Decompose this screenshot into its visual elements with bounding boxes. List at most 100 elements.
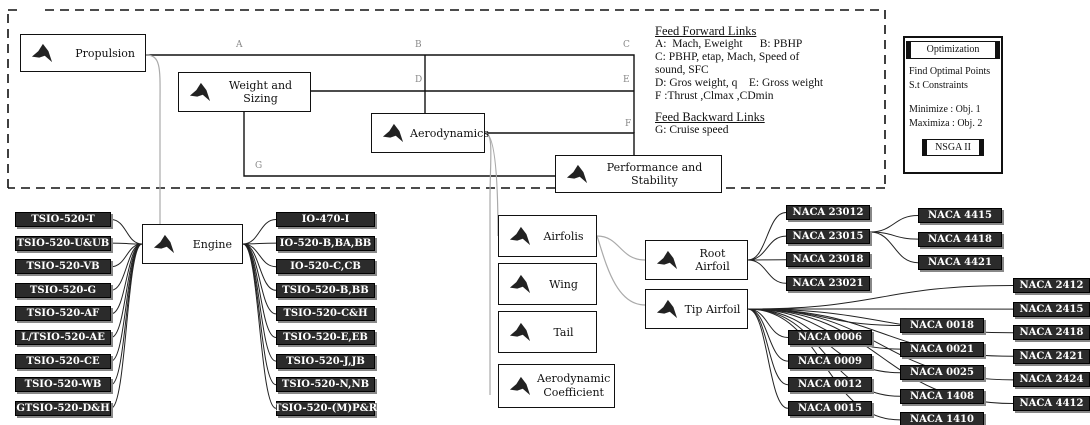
optimization-line: Minimize : Obj. 1 [909,104,981,115]
performance-node[interactable]: Performance and Stability [555,155,722,193]
airfoils-node[interactable]: Airfolis [498,215,597,257]
wing-node[interactable]: Wing [498,263,597,305]
matlab-logo-icon [153,234,175,254]
fanout-line [242,243,277,409]
tip-airfoil-label: Tip Airfoil [684,302,741,316]
fanout-line [747,308,901,350]
engines-left-tag: TSIO-520-U&UB [15,235,111,251]
feed-forward-links [146,54,635,177]
weight-sizing-node[interactable]: Weight and Sizing [178,72,311,112]
tail-node[interactable]: Tail [498,311,597,353]
optimization-line: Maximiza : Obj. 2 [909,118,983,129]
aerodynamics-label: Aerodynamics [410,126,489,140]
fanout-line [110,243,143,386]
fanout-line [747,308,789,386]
ff-line: sound, SFC [655,64,709,76]
extra-airfoils-tag: NACA 4421 [918,255,1002,271]
matlab-logo-icon [382,123,404,143]
extra-airfoils-tag: NACA 4415 [918,208,1002,223]
tip-col3-tag: NACA 2418 [1013,325,1090,341]
propulsion-node[interactable]: Propulsion [20,34,146,72]
optimization-box: Optimization Find Optimal Points S.t Con… [903,36,1003,174]
engine-node[interactable]: Engine [142,224,243,264]
engines-right-tag: IO-520-B,BA,BB [276,235,375,251]
tip-col1-tag: NACA 0012 [788,377,872,393]
fanout-line [747,308,789,409]
link-label-e: E [623,75,630,85]
tip-col2-tag: NACA 0018 [900,318,984,333]
extra-airfoils-tag: NACA 4418 [918,231,1002,247]
link-label-a: A [236,40,243,50]
tip-col3-tag: NACA 2415 [1013,301,1090,317]
aero-coefficient-line1: Aerodynamic [537,372,611,385]
fanout-line [747,285,1014,310]
tip-col2-tag: NACA 1408 [900,388,984,404]
propulsion-label: Propulsion [75,46,135,60]
engines-right-tag: TSIO-520-C&H [276,306,375,322]
engines-right-tag: IO-470-I [276,212,375,227]
root-airfoils-tag: NACA 23021 [786,275,870,291]
tip-col3-tag: NACA 2421 [1013,348,1090,364]
tip-col1-tag: NACA 0009 [788,353,872,369]
engines-right-tag: TSIO-520-(M)P&R [274,400,377,416]
tip-col3-tag: NACA 2424 [1013,372,1090,388]
aerodynamics-node[interactable]: Aerodynamics [371,113,489,153]
ff-line: F :Thrust ,Clmax ,CDmin [655,90,774,102]
subsystem-links [145,54,646,395]
matlab-logo-icon [656,250,678,270]
fanout-lines [110,212,1014,421]
ff-line: C: PBHP, etap, Mach, Speed of [655,51,800,63]
weight-sizing-label: Weight and Sizing [228,79,293,105]
root-airfoil-label: Root Airfoil [695,247,730,273]
tip-col2-tag: NACA 0021 [900,341,984,357]
root-airfoils-tag: NACA 23012 [786,205,870,220]
fanout-line [110,243,143,409]
link-label-f: F [625,119,632,129]
fanout-line [242,243,277,386]
tail-label: Tail [553,325,574,339]
root-airfoil-node[interactable]: Root Airfoil [645,240,748,280]
engines-left-tag: TSIO-520-G [15,282,111,298]
fanout-line [747,212,787,261]
matlab-logo-icon [566,164,588,184]
link-label-b: B [415,40,422,50]
matlab-logo-icon [189,82,211,102]
fanout-line [869,215,919,233]
tip-col1-tag: NACA 0006 [788,330,872,345]
optimization-line: S.t Constraints [909,80,968,91]
tip-airfoil-node[interactable]: Tip Airfoil [645,289,748,329]
matlab-logo-icon [509,376,531,396]
matlab-logo-icon [31,43,53,63]
aero-coefficient-label: Aerodynamic Coefficient [531,372,616,400]
optimization-line: Find Optimal Points [909,66,991,77]
fanout-line [747,308,789,362]
engines-right-tag: TSIO-520-J,JB [276,353,375,369]
link-label-c: C [623,40,630,50]
engine-label: Engine [192,237,232,251]
feed-backward-title: Feed Backward Links [655,110,765,124]
matlab-logo-icon [656,299,678,319]
matlab-logo-icon [509,322,531,342]
aero-coefficient-node[interactable]: Aerodynamic Coefficient [498,364,615,408]
fanout-line [242,243,277,362]
matlab-logo-icon [509,274,531,294]
fanout-line [747,235,787,261]
aero-coefficient-line2: Coefficient [543,386,604,399]
engines-right-tag: IO-520-C,CB [276,259,375,275]
engines-right-tag: TSIO-520-B,BB [276,282,375,298]
matlab-logo-icon [509,226,531,246]
tip-col2-tag: NACA 1410 [900,412,984,425]
engines-left-tag: TSIO-520-VB [15,259,111,275]
performance-label: Performance and Stability [606,161,703,187]
ff-line: A: Mach, Eweight B: PBHP [655,38,803,50]
engines-left-tag: L/TSIO-520-AE [15,330,111,345]
fanout-line [110,243,143,362]
engines-left-tag: TSIO-520-WB [15,377,111,393]
fanout-line [242,219,277,245]
link-legend: Feed Forward Links A: Mach, Eweight B: P… [655,25,823,137]
fanout-line [869,231,919,264]
engines-left-tag: TSIO-520-T [15,212,111,227]
system-boundary [7,9,886,189]
